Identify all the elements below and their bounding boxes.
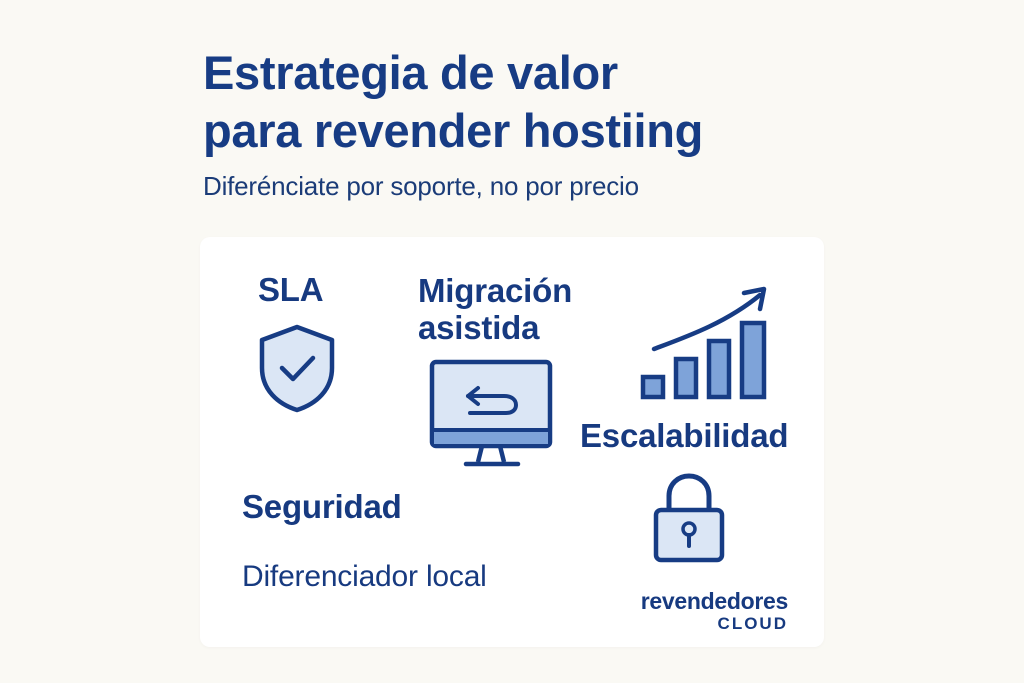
title-line-2: para revender hostiing: [203, 104, 704, 157]
migration-label: Migración asistida: [418, 272, 572, 346]
shield-check-icon: [259, 324, 335, 413]
brand-name: revendedores: [640, 588, 789, 614]
page-subtitle: Diferénciate por soporte, no por precio: [203, 171, 639, 201]
brand-logo: revendedores CLOUD: [610, 588, 789, 634]
brand-sub: CLOUD: [717, 614, 788, 633]
page-title: Estrategia de valor para revender hostii…: [203, 44, 923, 160]
monitor-migration-icon: [429, 359, 553, 467]
growth-chart-icon: [640, 286, 767, 400]
sla-label: SLA: [258, 271, 324, 308]
scalability-label: Escalabilidad: [580, 417, 789, 454]
title-line-1: Estrategia de valor: [203, 46, 618, 99]
security-label: Seguridad: [242, 488, 402, 525]
local-differentiator-label: Diferenciador local: [242, 560, 487, 593]
migration-label-line-1: Migración: [418, 272, 573, 309]
migration-label-line-2: asistida: [418, 309, 540, 346]
padlock-icon: [653, 473, 725, 563]
